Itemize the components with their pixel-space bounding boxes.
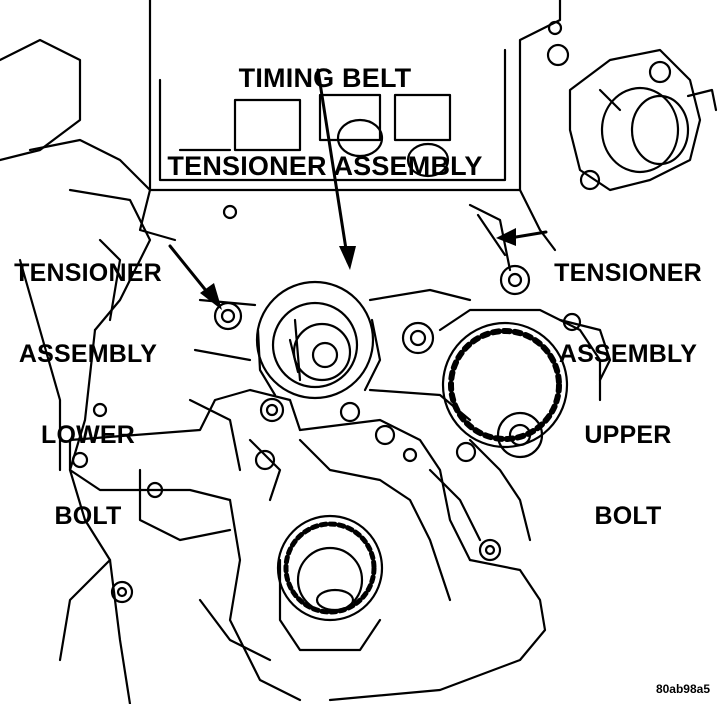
cylinder-head: [138, 0, 570, 252]
small-bolt-head: [222, 204, 238, 220]
label-line: BOLT: [54, 502, 122, 530]
arrowhead-lower-bolt: [200, 283, 222, 310]
engine-block-left: [0, 38, 152, 704]
label-line: ASSEMBLY: [558, 340, 698, 368]
arrow-timing-belt-tensioner: [316, 68, 350, 264]
label-line: BOLT: [594, 502, 662, 530]
label-line: TENSIONER: [14, 259, 162, 287]
figure-code: 80ab98a5: [655, 682, 710, 696]
label-line: UPPER: [584, 421, 672, 449]
arrowhead-timing-belt-tensioner: [339, 246, 356, 270]
lower-bolt: [213, 301, 243, 331]
label-tensioner-upper-bolt: TENSIONER ASSEMBLY UPPER BOLT: [538, 206, 718, 584]
arrow-lower-bolt: [168, 244, 214, 300]
upper-bolt: [499, 264, 531, 296]
tensioner-pulley: [255, 280, 382, 400]
leader-arrows: [168, 68, 548, 310]
arrowhead-upper-bolt: [496, 228, 516, 246]
camshaft-sprocket: [401, 308, 612, 542]
label-line: TIMING BELT: [238, 63, 412, 94]
thermostat-housing: [568, 48, 718, 192]
label-line: LOWER: [40, 421, 136, 449]
crankshaft-sprocket: [276, 514, 384, 652]
label-line: TENSIONER: [554, 259, 702, 287]
label-tensioner-lower-bolt: TENSIONER ASSEMBLY LOWER BOLT: [4, 206, 172, 584]
label-timing-belt-tensioner-assembly: TIMING BELT TENSIONER ASSEMBLY: [160, 6, 490, 239]
label-line: TENSIONER ASSEMBLY: [167, 150, 483, 181]
label-line: ASSEMBLY: [18, 340, 158, 368]
engine-block-lower: [68, 388, 547, 702]
